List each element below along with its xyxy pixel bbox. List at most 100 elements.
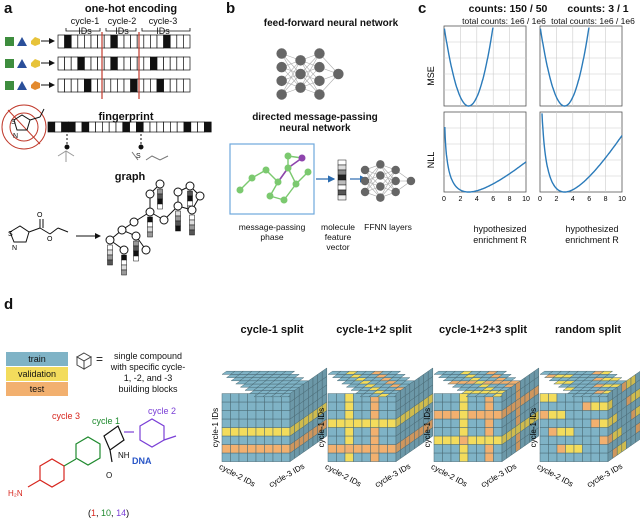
building-block-icons [5,37,55,90]
ffnn-top-network [276,48,344,100]
onehot-cell [123,78,131,93]
cube-cell [497,374,512,378]
cube-cell [238,393,248,403]
split-title-2: cycle-1+2 split [336,324,412,336]
cube-cell [582,401,592,411]
svg-text:O: O [106,471,112,480]
cube-cell [484,427,494,437]
graph-node [187,205,197,215]
onehot-cell [163,56,171,71]
cube-cell [599,401,609,411]
cube-cell [548,401,558,411]
onehot-cell [84,34,92,49]
x-tick-label: 10 [522,196,530,203]
graph-node [155,179,165,189]
vector-cell [337,174,347,181]
cube-cell [221,435,231,445]
cube-cell [230,410,240,420]
vector-cell [337,169,347,176]
vector-cell [337,179,347,186]
cube-cell [582,444,592,454]
cube-cell [450,435,460,445]
cube-cell [247,444,257,454]
graph-node [173,187,183,197]
cube-cell [247,435,257,445]
cube-cell [573,444,583,454]
cube-cell [565,393,575,403]
node-feature-cell [133,255,139,262]
axis-cycle3-label: cycle-3 IDs [585,462,624,490]
cube-cell [635,371,640,384]
onehot-cell [117,78,125,93]
cube-cell [476,452,486,462]
node-feature-cell [157,198,163,205]
cube-cell [635,388,640,401]
mp-node [304,168,312,176]
cube-cell [336,418,346,428]
cube-cell [238,418,248,428]
cube-cell [272,418,282,428]
cube-cell [344,418,354,428]
fingerprint-bit [88,121,96,133]
cube-cell [492,370,508,375]
cube-cell [590,435,600,445]
cube-cell [548,452,558,462]
cube-cell [238,444,248,454]
onehot-cell [156,56,164,71]
ffnn-node [360,165,370,175]
cube-cell [539,427,549,437]
onehot-cell [123,34,131,49]
svg-text:cycle 1: cycle 1 [92,416,120,426]
cube-cell [459,452,469,462]
fingerprint-bit [136,121,144,133]
cube-cell [539,418,549,428]
fingerprint-bit [190,121,198,133]
cube-cell [247,427,257,437]
onehot-cell [183,34,191,49]
cube-cell [484,401,494,411]
cube-cell [467,410,477,420]
cube-cell [539,410,549,420]
x-tick-label: 4 [571,196,575,203]
ffnn-node [333,68,344,80]
panel-label-d: d [4,296,14,313]
cube-cell [247,401,257,411]
cube-cell [280,370,296,375]
cube-cell [476,435,486,445]
svg-text:S: S [11,119,16,126]
cube-cell [599,410,609,420]
mp-node [280,196,288,204]
cube-cell [344,452,354,462]
cube-cell [590,410,600,420]
cube-cell [361,435,371,445]
axis-cycle2-label: cycle-2 IDs [324,462,363,489]
cube-cell [556,435,566,445]
molecule-vector-label: molecule feature vector [320,222,356,252]
split-title-3: cycle-1+2+3 split [438,324,528,336]
graph-node [129,217,139,227]
onehot-cell [176,34,184,49]
cube-cell [272,401,282,411]
onehot-cell [77,56,85,71]
onehot-cell [169,78,178,93]
cube-cell [548,418,558,428]
mp-node [262,166,270,174]
onehot-cell [169,56,178,71]
axis-cycle3-label: cycle-3 IDs [479,462,518,490]
split-title-1: cycle-1 split [240,324,304,336]
cube-cell [582,435,592,445]
node-feature-cell [147,226,153,233]
cube-cell [230,418,240,428]
cube-cell [344,410,354,420]
graph-node [117,225,127,235]
node-feature-cell [175,210,181,217]
x-tick-label: 2 [458,196,462,203]
fingerprint-bit [183,121,192,133]
cube-cell [238,452,248,462]
cube-cell [582,427,592,437]
onehot-cell [70,56,79,71]
fingerprint-fragments [57,130,169,162]
cube-cell [327,427,337,437]
onehot-cell [57,34,65,49]
